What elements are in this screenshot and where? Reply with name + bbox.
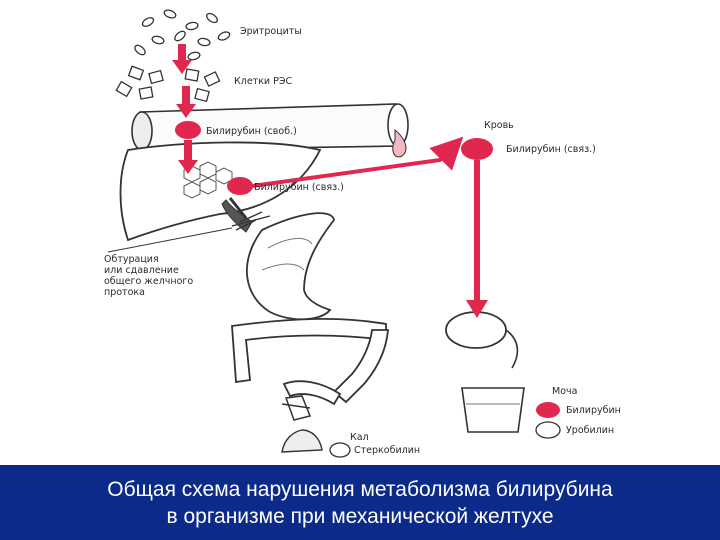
label-feces: Кал — [350, 432, 369, 443]
label-obstruction: Обтурация или сдавление общего желчного … — [104, 254, 214, 298]
urine-bilirubin-legend-dot — [536, 402, 560, 418]
urine-glass-illustration — [462, 388, 524, 432]
label-obstruction-line3: общего желчного — [104, 276, 214, 287]
label-urobilin: Уробилин — [566, 425, 614, 436]
label-obstruction-line1: Обтурация — [104, 254, 214, 265]
colon-illustration — [232, 319, 388, 404]
label-bilirubin-bound-liver: Билирубин (связ.) — [254, 182, 344, 193]
bilirubin-free-dot — [175, 121, 201, 139]
label-bilirubin-free: Билирубин (своб.) — [206, 126, 297, 137]
label-blood: Кровь — [484, 120, 514, 131]
caption-banner: Общая схема нарушения метаболизма билиру… — [0, 465, 720, 540]
label-erythrocytes: Эритроциты — [240, 26, 302, 37]
stercobilin-legend-dot — [330, 443, 350, 457]
feces-illustration — [282, 430, 322, 452]
label-blood-bilirubin: Билирубин (связ.) — [506, 144, 596, 155]
caption-line-2: в организме при механической желтухе — [166, 503, 553, 530]
label-res-cells: Клетки РЭС — [234, 76, 292, 87]
bladder-illustration — [446, 312, 517, 368]
urobilin-legend-dot — [536, 422, 560, 438]
label-urine: Моча — [552, 386, 577, 397]
bilirubin-metabolism-diagram — [0, 0, 720, 465]
bilirubin-blood-dot — [461, 138, 493, 160]
label-obstruction-line2: или сдавление — [104, 265, 214, 276]
label-obstruction-line4: протока — [104, 287, 214, 298]
label-stercobilin: Стеркобилин — [354, 445, 420, 456]
res-cells-illustration — [116, 66, 219, 101]
label-urine-bilirubin: Билирубин — [566, 405, 621, 416]
arrow-blood-to-urine — [466, 160, 488, 318]
rectum-illustration — [282, 396, 310, 420]
caption-line-1: Общая схема нарушения метаболизма билиру… — [107, 476, 612, 503]
duodenum-illustration — [247, 213, 334, 319]
bilirubin-bound-liver-dot — [227, 177, 253, 195]
